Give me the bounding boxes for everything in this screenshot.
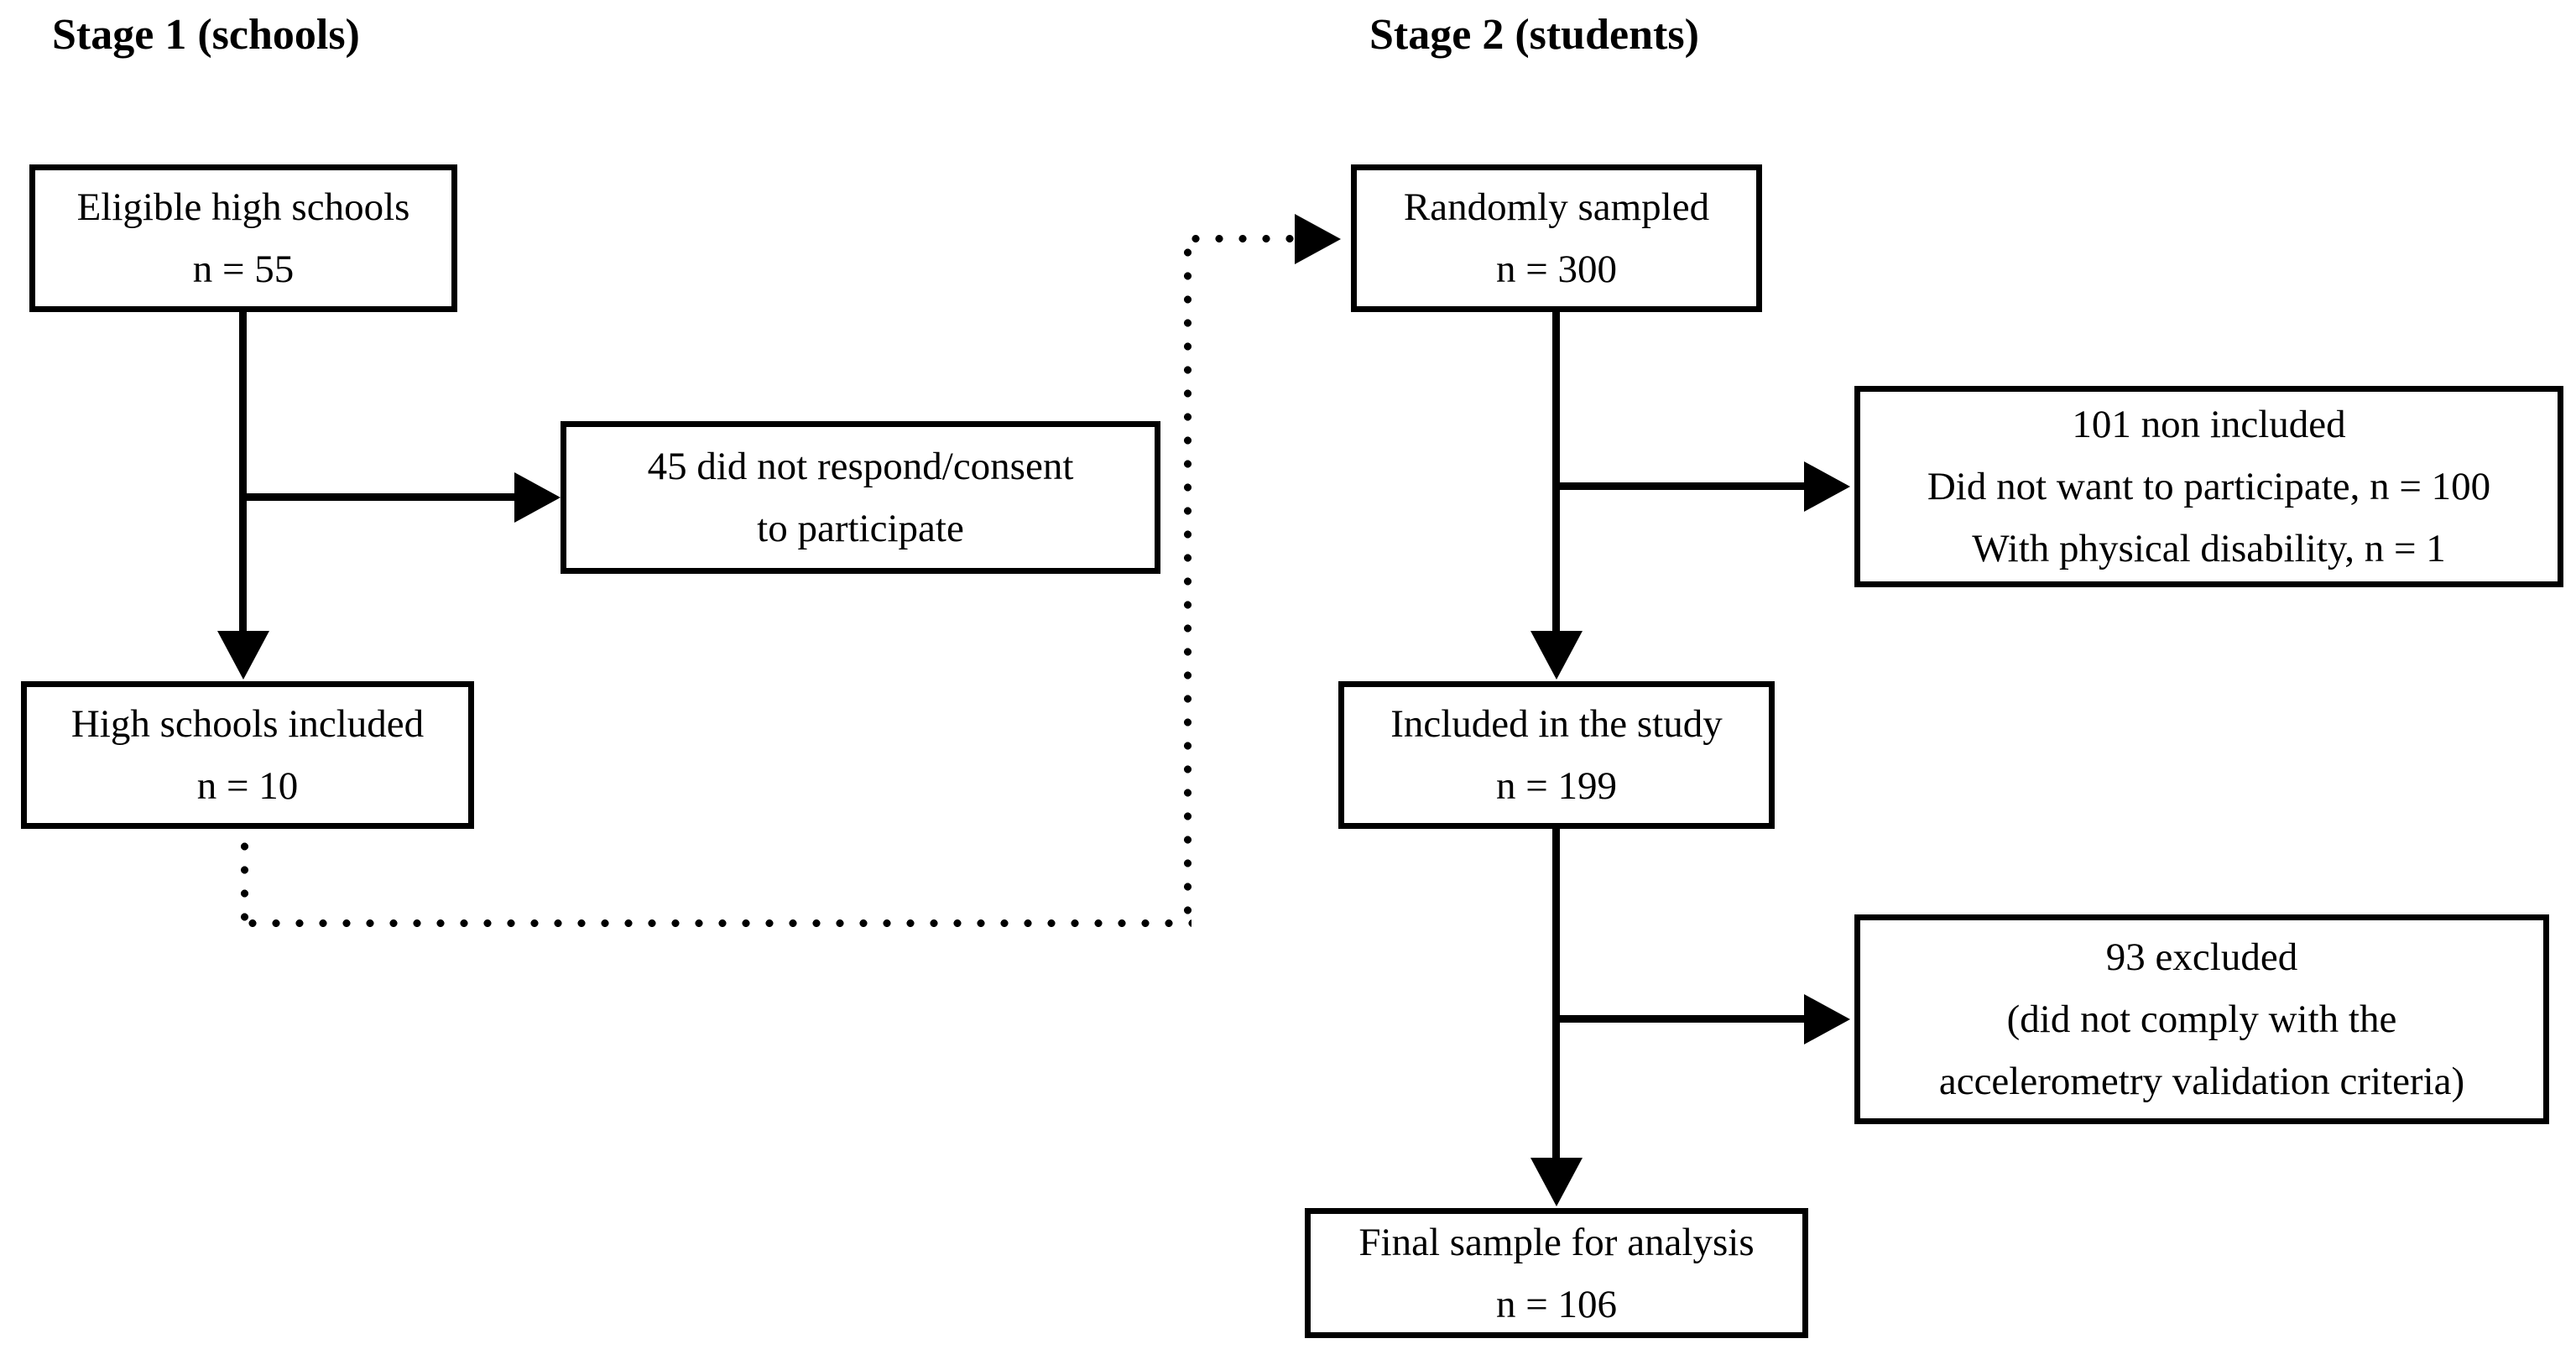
arrow-to-did-not-respond-line [239,493,516,501]
arrow-sampled-to-included-line [1552,312,1560,633]
dotted-arrow-schools-to-sampled-segment [241,919,1192,927]
box-excluded: 93 excluded (did not comply with the acc… [1854,914,2549,1124]
dotted-arrow-schools-to-sampled-head-icon [1295,214,1341,264]
box-did-not-respond: 45 did not respond/consent to participat… [561,421,1160,574]
arrow-eligible-to-included-line [239,312,247,633]
arrow-to-did-not-respond-head-icon [514,472,561,523]
dotted-arrow-schools-to-sampled-segment [241,835,248,927]
box-eligible-high-schools: Eligible high schools n = 55 [29,164,457,312]
box-line: With physical disability, n = 1 [1972,527,2446,570]
box-line: Final sample for analysis [1358,1220,1755,1264]
box-line: Included in the study [1390,702,1723,746]
stage2-title: Stage 2 (students) [1369,11,1699,59]
dotted-arrow-schools-to-sampled-segment [1184,241,1192,927]
box-line: n = 300 [1495,247,1617,291]
box-line: 101 non included [2072,403,2346,446]
box-non-included: 101 non included Did not want to partici… [1854,386,2563,587]
box-included-in-study: Included in the study n = 199 [1338,681,1775,829]
box-line: 45 did not respond/consent [647,445,1074,488]
dotted-arrow-schools-to-sampled-segment [1184,235,1295,242]
stage1-title: Stage 1 (schools) [52,11,360,59]
arrow-to-non-included-head-icon [1804,461,1850,512]
arrow-included-to-final-line [1552,829,1560,1160]
box-line: 93 excluded [2105,935,2298,979]
arrow-to-non-included-line [1552,482,1807,490]
arrow-to-excluded-head-icon [1804,994,1850,1044]
box-line: Eligible high schools [76,185,410,229]
arrow-included-to-final-head-icon [1530,1158,1583,1206]
box-randomly-sampled: Randomly sampled n = 300 [1351,164,1762,312]
box-line: High schools included [70,702,425,746]
box-line: n = 55 [192,247,295,291]
box-line: Randomly sampled [1403,185,1710,229]
box-line: n = 199 [1495,764,1617,808]
arrow-to-excluded-line [1552,1015,1807,1023]
box-line: n = 106 [1495,1282,1617,1326]
box-line: (did not comply with the [2006,997,2397,1041]
box-line: n = 10 [196,764,299,808]
box-line: accelerometry validation criteria) [1938,1060,2465,1103]
arrow-sampled-to-included-head-icon [1530,631,1583,680]
box-final-sample: Final sample for analysis n = 106 [1305,1208,1808,1338]
arrow-eligible-to-included-head-icon [217,631,269,680]
box-high-schools-included: High schools included n = 10 [21,681,474,829]
box-line: Did not want to participate, n = 100 [1927,465,2491,508]
box-line: to participate [757,507,964,550]
